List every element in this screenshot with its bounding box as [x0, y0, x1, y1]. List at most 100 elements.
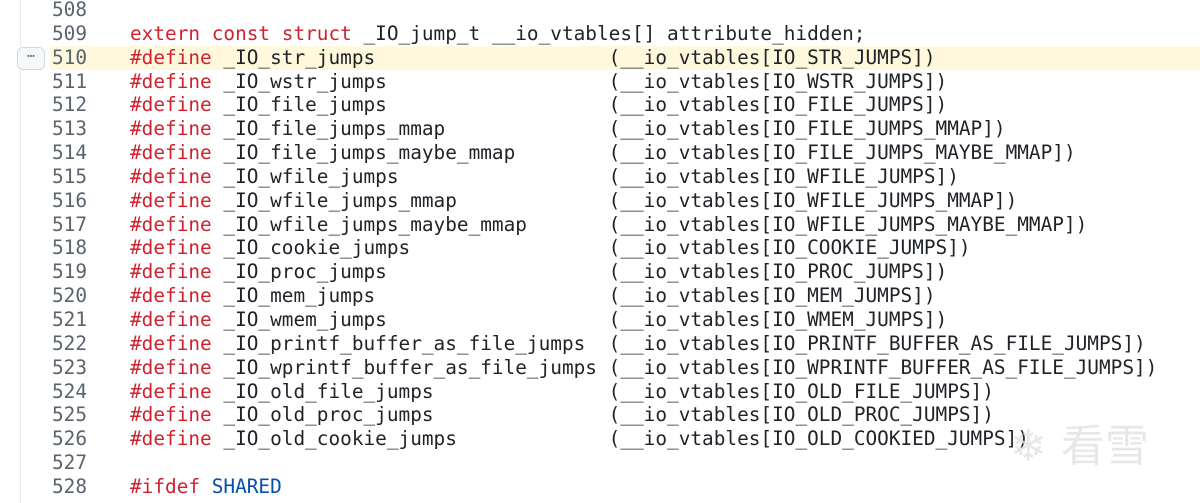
code-token: _IO_old_proc_jumps (__io_vtables[IO_OLD_… — [211, 403, 994, 427]
line-code: #define _IO_file_jumps (__io_vtables[IO_… — [130, 93, 947, 117]
keyword-token: #define — [130, 45, 212, 69]
code-token: _IO_old_file_jumps (__io_vtables[IO_OLD_… — [211, 379, 994, 403]
keyword-token: #define — [130, 379, 212, 403]
line-number[interactable]: 524 — [52, 379, 88, 403]
code-token: _IO_str_jumps (__io_vtables[IO_STR_JUMPS… — [211, 45, 936, 69]
code-line[interactable]: 522 #define _IO_printf_buffer_as_file_jum… — [0, 332, 1200, 356]
code-token: _IO_old_cookie_jumps (__io_vtables[IO_OL… — [211, 427, 1029, 451]
code-token: _IO_mem_jumps (__io_vtables[IO_MEM_JUMPS… — [211, 284, 936, 308]
code-token: _IO_wstr_jumps (__io_vtables[IO_WSTR_JUM… — [211, 69, 948, 93]
keyword-token: #define — [130, 284, 212, 308]
code-token: _IO_jump_t __io_vtables[] attribute_hidd… — [351, 21, 866, 45]
code-token: _IO_wprintf_buffer_as_file_jumps (__io_v… — [211, 355, 1158, 379]
line-number[interactable]: 515 — [52, 164, 88, 188]
line-options-button[interactable]: ⋯ — [17, 46, 45, 70]
keyword-token: #define — [130, 403, 212, 427]
keyword-token: #define — [130, 117, 212, 141]
line-number[interactable]: 528 — [52, 474, 88, 498]
code-token: _IO_file_jumps (__io_vtables[IO_FILE_JUM… — [211, 93, 948, 117]
line-number[interactable]: 514 — [52, 141, 88, 165]
code-line[interactable]: 512 #define _IO_file_jumps (__io_vtables[… — [0, 93, 1200, 117]
code-line[interactable]: 524 #define _IO_old_file_jumps (__io_vtab… — [0, 380, 1200, 404]
code-token: _IO_file_jumps_mmap (__io_vtables[IO_FIL… — [211, 117, 1006, 141]
line-code: #define _IO_old_cookie_jumps (__io_vtabl… — [130, 427, 1029, 451]
code-line[interactable]: 518 #define _IO_cookie_jumps (__io_vtable… — [0, 236, 1200, 260]
line-code: #define _IO_wstr_jumps (__io_vtables[IO_… — [130, 70, 947, 94]
line-code: #define _IO_mem_jumps (__io_vtables[IO_M… — [130, 284, 936, 308]
code-line[interactable]: 511 #define _IO_wstr_jumps (__io_vtables[… — [0, 70, 1200, 94]
line-number[interactable]: 512 — [52, 93, 88, 117]
keyword-token: #define — [130, 212, 212, 236]
line-number[interactable]: 518 — [52, 236, 88, 260]
keyword-token: #define — [130, 188, 212, 212]
code-token: _IO_wmem_jumps (__io_vtables[IO_WMEM_JUM… — [211, 307, 948, 331]
code-line[interactable]: 508 — [0, 0, 1200, 22]
code-line-highlighted[interactable]: ⋯ 510 #define _IO_str_jumps (__io_vtables[… — [0, 45, 1200, 70]
code-token: _IO_proc_jumps (__io_vtables[IO_PROC_JUM… — [211, 260, 948, 284]
keyword-token: #define — [130, 331, 212, 355]
line-code: #define _IO_wfile_jumps_maybe_mmap (__io… — [130, 213, 1087, 237]
keyword-token: extern const struct — [130, 21, 352, 45]
keyword-token: #define — [130, 236, 212, 260]
line-code: #define _IO_str_jumps (__io_vtables[IO_S… — [130, 46, 936, 70]
code-line[interactable]: 525 #define _IO_old_proc_jumps (__io_vtab… — [0, 403, 1200, 427]
keyword-token: #define — [130, 355, 212, 379]
identifier-token: SHARED — [211, 474, 282, 498]
line-code: #define _IO_old_proc_jumps (__io_vtables… — [130, 403, 994, 427]
code-line[interactable]: 528 #ifdef SHARED — [0, 475, 1200, 499]
line-number[interactable]: 509 — [52, 21, 88, 45]
code-token: _IO_wfile_jumps (__io_vtables[IO_WFILE_J… — [211, 164, 959, 188]
line-code: extern const struct _IO_jump_t __io_vtab… — [130, 22, 865, 46]
code-line[interactable]: 520 #define _IO_mem_jumps (__io_vtables[I… — [0, 284, 1200, 308]
line-code: #define _IO_file_jumps_mmap (__io_vtable… — [130, 117, 1006, 141]
line-number[interactable]: 526 — [52, 427, 88, 451]
line-code: #define _IO_cookie_jumps (__io_vtables[I… — [130, 236, 971, 260]
keyword-token: #ifdef — [130, 474, 201, 498]
line-number[interactable]: 508 — [52, 0, 88, 21]
line-code: #define _IO_wfile_jumps (__io_vtables[IO… — [130, 165, 959, 189]
keyword-token: #define — [130, 69, 212, 93]
code-line[interactable]: 526 #define _IO_old_cookie_jumps (__io_vt… — [0, 427, 1200, 451]
line-code: #define _IO_old_file_jumps (__io_vtables… — [130, 380, 994, 404]
line-number[interactable]: 516 — [52, 188, 88, 212]
gutter-border — [20, 0, 21, 503]
line-number[interactable]: 520 — [52, 284, 88, 308]
code-token: _IO_file_jumps_maybe_mmap (__io_vtables[… — [211, 141, 1076, 165]
code-line[interactable]: 523 #define _IO_wprintf_buffer_as_file_ju… — [0, 356, 1200, 380]
keyword-token: #define — [130, 141, 212, 165]
code-line[interactable]: 513 #define _IO_file_jumps_mmap (__io_vta… — [0, 117, 1200, 141]
code-line[interactable]: 519 #define _IO_proc_jumps (__io_vtables[… — [0, 260, 1200, 284]
code-line[interactable]: 517 #define _IO_wfile_jumps_maybe_mmap (_… — [0, 213, 1200, 237]
line-code: #define _IO_file_jumps_maybe_mmap (__io_… — [130, 141, 1076, 165]
keyword-token: #define — [130, 427, 212, 451]
keyword-token: #define — [130, 260, 212, 284]
code-line[interactable]: 527 — [0, 451, 1200, 475]
line-number[interactable]: 521 — [52, 307, 88, 331]
line-code: #define _IO_wprintf_buffer_as_file_jumps… — [130, 356, 1157, 380]
line-code: #ifdef SHARED — [130, 475, 282, 499]
code-token: _IO_cookie_jumps (__io_vtables[IO_COOKIE… — [211, 236, 971, 260]
code-token: _IO_wfile_jumps_maybe_mmap (__io_vtables… — [211, 212, 1088, 236]
line-number[interactable]: 513 — [52, 117, 88, 141]
code-line[interactable]: 509 extern const struct _IO_jump_t __io_v… — [0, 22, 1200, 46]
keyword-token: #define — [130, 93, 212, 117]
code-line[interactable]: 514 #define _IO_file_jumps_maybe_mmap (__… — [0, 141, 1200, 165]
line-code: #define _IO_printf_buffer_as_file_jumps … — [130, 332, 1146, 356]
code-line[interactable]: 515 #define _IO_wfile_jumps (__io_vtables… — [0, 165, 1200, 189]
line-number[interactable]: 522 — [52, 331, 88, 355]
line-number[interactable]: 510 — [52, 45, 88, 69]
code-token: _IO_wfile_jumps_mmap (__io_vtables[IO_WF… — [211, 188, 1018, 212]
code-line[interactable]: 521#define _IO_wmem_jumps (__io_vtables[… — [0, 308, 1200, 332]
code-token: _IO_printf_buffer_as_file_jumps (__io_vt… — [211, 331, 1146, 355]
keyword-token: #define — [130, 164, 212, 188]
line-number[interactable]: 527 — [52, 451, 88, 475]
line-number[interactable]: 517 — [52, 212, 88, 236]
line-number[interactable]: 511 — [52, 69, 88, 93]
code-line[interactable]: 516 #define _IO_wfile_jumps_mmap (__io_vt… — [0, 189, 1200, 213]
line-code: #define _IO_proc_jumps (__io_vtables[IO_… — [130, 260, 947, 284]
line-number[interactable]: 525 — [52, 403, 88, 427]
line-number[interactable]: 519 — [52, 260, 88, 284]
line-number[interactable]: 523 — [52, 355, 88, 379]
code-token — [200, 475, 212, 498]
